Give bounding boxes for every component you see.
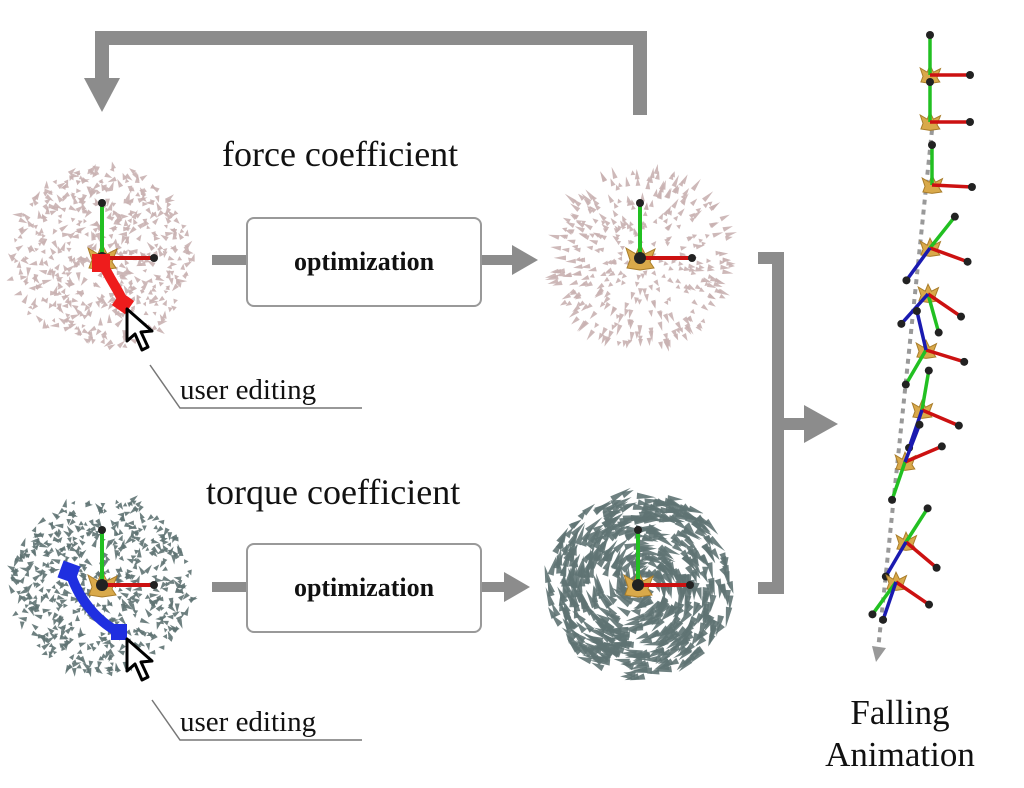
force-coefficient-title: force coefficient	[222, 134, 459, 174]
torque-coefficient-title: torque coefficient	[206, 472, 461, 512]
force-sphere-optimized	[544, 163, 737, 352]
leader-line-force	[149, 364, 362, 409]
falling-label-line2: Animation	[825, 735, 975, 774]
user-editing-label-force: user editing	[180, 374, 317, 406]
falling-animation-frames	[868, 31, 976, 624]
merge-bracket	[758, 252, 784, 594]
arrowhead-optimization-force	[512, 245, 538, 275]
arrowhead-optimization-torque	[504, 572, 530, 602]
optimization-box-torque: optimization	[246, 543, 482, 633]
feedback-loop-arrow	[95, 31, 647, 115]
user-editing-label-torque: user editing	[180, 706, 317, 738]
cursor-icon-force	[125, 307, 154, 352]
edit-handle-torque-end[interactable]	[111, 624, 127, 640]
feedback-arrowhead	[84, 78, 120, 112]
falling-label-line1: Falling	[850, 693, 950, 732]
falling-animation-label: Falling Animation	[800, 692, 1000, 776]
merge-arrowhead	[804, 405, 838, 443]
leader-line-torque	[151, 699, 362, 741]
edit-handle-force-start[interactable]	[92, 254, 110, 272]
torque-sphere-optimized	[544, 487, 734, 681]
cursor-icon-torque	[125, 637, 154, 682]
edit-handle-torque-start[interactable]	[57, 560, 81, 584]
falling-trajectory-arrowhead	[872, 646, 886, 662]
falling-trajectory	[876, 129, 934, 651]
optimization-box-force: optimization	[246, 217, 482, 307]
